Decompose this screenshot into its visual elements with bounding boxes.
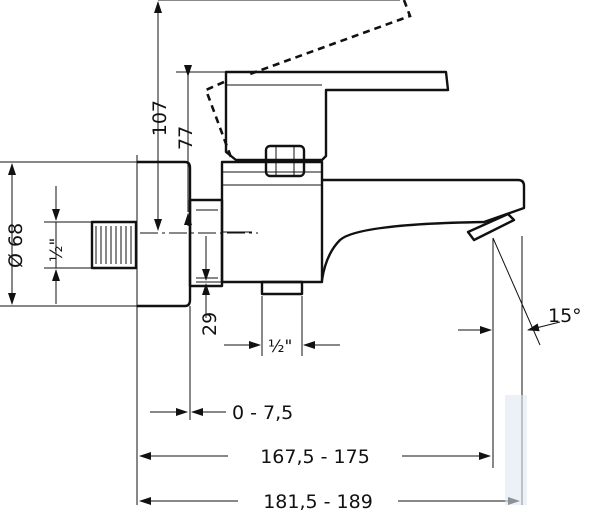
mixer-body (220, 160, 324, 296)
dim-diameter-label: Ø 68 (5, 223, 27, 268)
extension-lines (0, 0, 541, 505)
dim-29-label: 29 (199, 312, 221, 336)
dim-77-label: 77 (175, 126, 197, 150)
dim-length-outer-label: 181,5 - 189 (263, 491, 373, 513)
dimension-167-5-175: 167,5 - 175 (139, 446, 491, 468)
dim-107-label: 107 (149, 100, 171, 136)
dimension-181-5-189: 181,5 - 189 (139, 491, 520, 513)
lever-handle (224, 70, 450, 178)
inlet-connector (90, 220, 138, 270)
dim-offset-range-label: 0 - 7,5 (232, 402, 293, 424)
dimension-107: 107 (149, 1, 171, 231)
dim-angle-label: 15° (548, 305, 582, 327)
dimension-thread-left: ½" (47, 186, 67, 304)
watermark-shape (505, 395, 527, 505)
dimension-77: 77 (175, 65, 197, 226)
dim-thread-bottom-label: ½" (268, 337, 292, 357)
dim-length-inner-label: 167,5 - 175 (260, 446, 370, 468)
dimension-0-7-5: 0 - 7,5 (150, 402, 293, 424)
dimension-diameter-68: Ø 68 (5, 163, 27, 305)
spout (320, 178, 526, 281)
dim-thread-left-label: ½" (47, 238, 67, 262)
dimension-thread-bottom: ½" (224, 337, 340, 357)
dimension-29: 29 (199, 236, 221, 336)
dimension-angle-15: 15° (458, 305, 582, 334)
lever-open-position-dashed (204, 0, 412, 161)
